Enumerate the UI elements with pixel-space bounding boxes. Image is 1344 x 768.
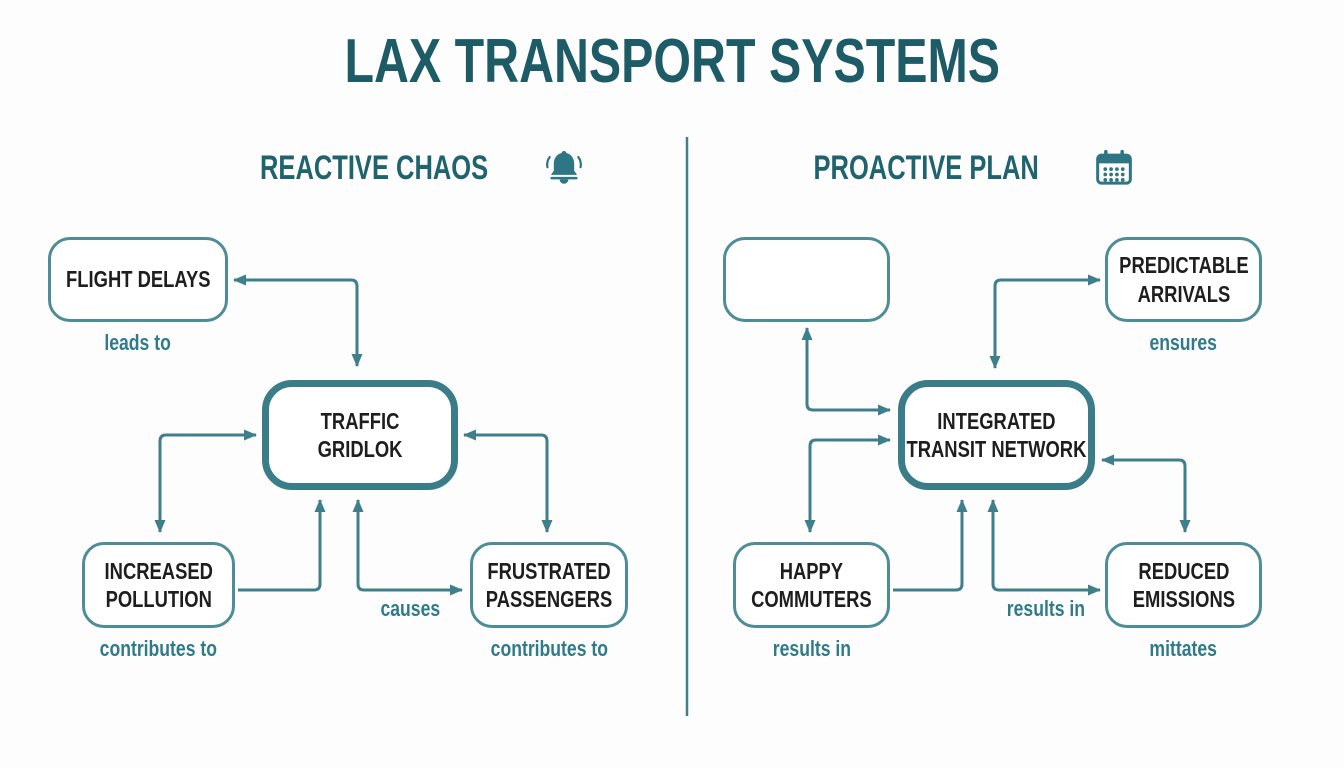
node-increased-pollution: INCREASED POLLUTION: [82, 542, 235, 628]
node-reduced-emissions-label: REDUCED EMISSIONS: [1132, 557, 1235, 612]
node-empty-box: [723, 237, 890, 322]
edge-integrated-transit-reduced-emissions-top: [1101, 454, 1191, 533]
node-traffic-gridlock-label: TRAFFIC GRIDLOK: [317, 407, 403, 462]
edge-integrated-transit-happy-commuters: [804, 434, 891, 533]
bell-icon: [545, 150, 582, 184]
node-predictable-arrivals: PREDICTABLE ARRIVALS: [1105, 237, 1262, 322]
edge-traffic-gridlock-causes-frustrated-passengers: [352, 499, 463, 596]
edge-label-results-in: results in: [1006, 596, 1086, 621]
edge-increased-pollution-traffic-gridlock: [238, 499, 326, 592]
edge-empty-box-integrated-transit: [801, 327, 891, 416]
node-happy-commuters-label: HAPPY COMMUTERS: [751, 557, 872, 612]
edge-integrated-transit-predictable-arrivals: [989, 274, 1101, 369]
edge-integrated-transit-results-reduced-emissions: [987, 499, 1101, 596]
page-title: LAX TRANSPORT SYSTEMS: [344, 27, 1000, 96]
node-flight-delays: FLIGHT DELAYS: [48, 237, 228, 322]
node-increased-pollution-label: INCREASED POLLUTION: [104, 557, 213, 612]
left-panel-header: REACTIVE CHAOS: [60, 142, 747, 194]
edge-flight-delays-traffic-gridlock: [233, 274, 363, 367]
edge-traffic-gridlock-frustrated-passengers: [463, 429, 553, 533]
node-frustrated-passengers: FRUSTRATED PASSENGERS: [470, 542, 628, 628]
node-reduced-emissions: REDUCED EMISSIONS: [1105, 542, 1262, 628]
node-happy-commuters: HAPPY COMMUTERS: [733, 542, 890, 628]
right-panel-header-label: PROACTIVE PLAN: [813, 148, 1040, 187]
caption-results-in: results in: [772, 636, 851, 661]
node-frustrated-passengers-label: FRUSTRATED PASSENGERS: [485, 557, 613, 612]
edge-traffic-gridlock-increased-pollution: [154, 429, 257, 533]
node-integrated-transit-network: INTEGRATED TRANSIT NETWORK: [898, 380, 1095, 490]
edge-happy-commuters-integrated-transit: [893, 499, 968, 592]
caption-mittates: mittates: [1149, 636, 1218, 661]
caption-contributes-to-right: contributes to: [490, 636, 608, 661]
calendar-icon: [1095, 149, 1132, 185]
node-predictable-arrivals-label: PREDICTABLE ARRIVALS: [1118, 252, 1249, 307]
node-flight-delays-label: FLIGHT DELAYS: [65, 266, 211, 293]
node-integrated-transit-network-label: INTEGRATED TRANSIT NETWORK: [906, 407, 1087, 462]
node-traffic-gridlock: TRAFFIC GRIDLOK: [262, 380, 458, 490]
caption-contributes-to-left: contributes to: [99, 636, 218, 661]
left-panel-header-label: REACTIVE CHAOS: [260, 148, 489, 187]
edge-label-causes: causes: [380, 596, 440, 621]
caption-ensures: ensures: [1149, 330, 1218, 355]
right-panel-header: PROACTIVE PLAN: [597, 142, 1314, 194]
caption-leads-to: leads to: [104, 330, 172, 355]
